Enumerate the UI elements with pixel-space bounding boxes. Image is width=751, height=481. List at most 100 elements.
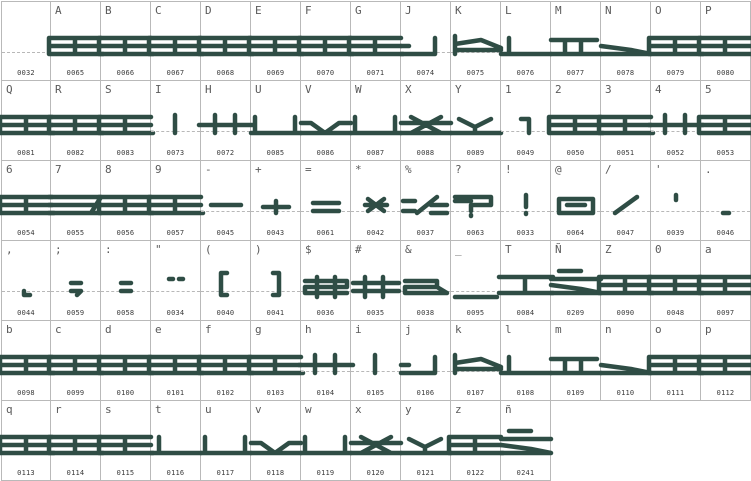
glyph-preview — [498, 428, 554, 456]
glyph-code: 0102 — [216, 389, 235, 397]
glyph-code: 0082 — [66, 149, 85, 157]
glyph-label: g — [255, 323, 262, 336]
glyph-label: P — [705, 4, 712, 17]
glyph-preview — [146, 354, 206, 376]
glyph-stroke — [96, 35, 156, 57]
glyph-preview — [452, 294, 500, 300]
glyph-preview — [646, 35, 706, 57]
glyph-code: 0209 — [566, 309, 585, 317]
glyph-preview — [696, 35, 751, 57]
baseline-guide — [2, 52, 50, 53]
glyph-cell: :0058 — [101, 241, 151, 321]
glyph-stroke — [198, 434, 254, 456]
glyph-label: 1 — [505, 83, 512, 96]
glyph-stroke — [46, 114, 106, 136]
glyph-label: d — [105, 323, 112, 336]
glyph-stroke — [0, 194, 57, 216]
glyph-preview — [248, 114, 304, 136]
glyph-preview — [96, 114, 156, 136]
glyph-stroke — [646, 35, 706, 57]
glyph-stroke — [646, 274, 706, 296]
glyph-code: 0109 — [566, 389, 585, 397]
glyph-code: 0120 — [366, 469, 385, 477]
glyph-code: 0117 — [216, 469, 235, 477]
glyph-label: L — [505, 4, 512, 17]
glyph-code: 0063 — [466, 229, 485, 237]
glyph-preview — [310, 200, 342, 214]
glyph-stroke — [696, 354, 751, 376]
glyph-stroke — [246, 35, 306, 57]
glyph-label: 0 — [655, 243, 662, 256]
glyph-stroke — [146, 194, 206, 216]
glyph-stroke — [298, 120, 354, 136]
glyph-label: 3 — [605, 83, 612, 96]
glyph-preview — [556, 196, 596, 216]
glyph-label: $ — [305, 243, 312, 256]
glyph-code: 0043 — [266, 229, 285, 237]
glyph-code: 0090 — [616, 309, 635, 317]
glyph-code: 0044 — [17, 309, 35, 317]
baseline-guide — [201, 211, 250, 212]
glyph-code: 0079 — [666, 69, 685, 77]
glyph-cell: "0034 — [151, 241, 201, 321]
glyph-stroke — [0, 354, 57, 376]
glyph-label: F — [305, 4, 312, 17]
glyph-stroke — [398, 114, 454, 136]
glyph-code: 0065 — [66, 69, 85, 77]
glyph-cell: 0032 — [1, 1, 51, 81]
glyph-stroke — [146, 354, 206, 376]
glyph-preview — [298, 120, 354, 136]
glyph-label: Ñ — [555, 243, 562, 256]
glyph-preview — [208, 202, 244, 208]
glyph-preview — [452, 33, 504, 57]
glyph-stroke — [270, 270, 282, 298]
glyph-preview — [0, 354, 57, 376]
glyph-label: u — [205, 403, 212, 416]
glyph-preview — [148, 434, 204, 456]
glyph-code: 0046 — [716, 229, 735, 237]
glyph-label: Q — [6, 83, 13, 96]
glyph-preview — [598, 43, 654, 57]
glyph-label: I — [155, 83, 162, 96]
glyph-cell: /0047 — [601, 161, 651, 241]
glyph-code: 0088 — [416, 149, 435, 157]
glyph-code: 0045 — [216, 229, 235, 237]
glyph-stroke — [96, 114, 156, 136]
glyph-label: A — [55, 4, 62, 17]
glyph-preview — [548, 37, 604, 57]
glyph-stroke — [310, 200, 342, 214]
glyph-preview — [196, 35, 256, 57]
glyph-preview — [146, 35, 206, 57]
glyph-preview — [46, 194, 104, 216]
baseline-guide — [451, 371, 500, 372]
glyph-code: 0059 — [66, 309, 85, 317]
glyph-preview — [446, 434, 506, 456]
glyph-stroke — [556, 196, 596, 216]
glyph-cell: ;0059 — [51, 241, 101, 321]
glyph-label: a — [705, 243, 712, 256]
glyph-stroke — [248, 440, 304, 456]
glyph-code: 0081 — [17, 149, 35, 157]
glyph-preview — [296, 352, 356, 376]
glyph-stroke — [196, 354, 256, 376]
glyph-code: 0106 — [416, 389, 435, 397]
glyph-code: 0119 — [316, 469, 335, 477]
glyph-label: r — [55, 403, 62, 416]
glyph-label: 7 — [55, 163, 62, 176]
glyph-label: 4 — [655, 83, 662, 96]
glyph-stroke — [96, 194, 156, 216]
glyph-preview — [346, 35, 406, 57]
glyph-cell: u 0117 — [198, 401, 254, 481]
baseline-guide — [201, 131, 250, 132]
